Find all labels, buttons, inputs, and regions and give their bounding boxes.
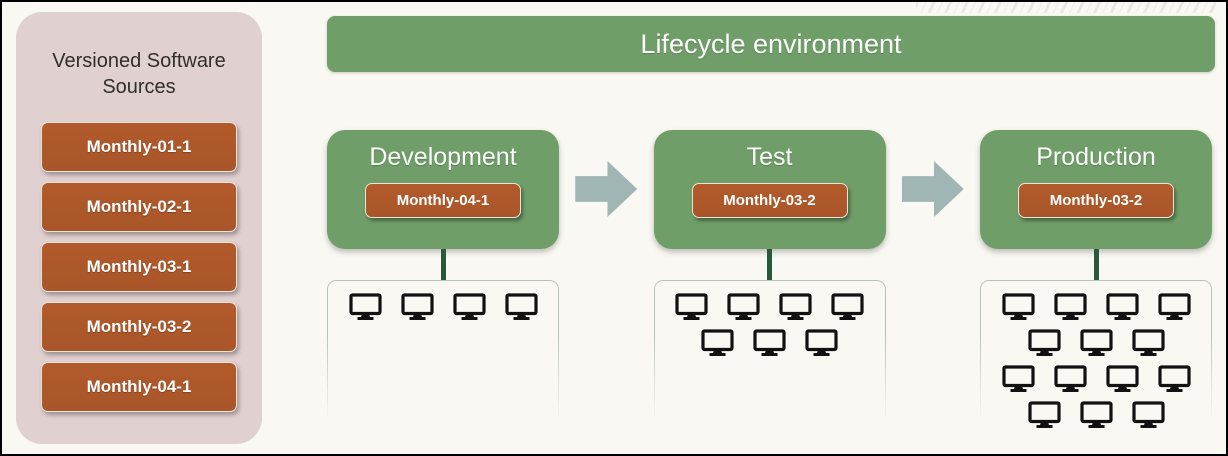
env-box-development: Development Monthly-04-1 xyxy=(327,130,559,249)
desktop-monitor-icon xyxy=(701,329,734,356)
env-test: Test Monthly-03-2 xyxy=(653,130,886,432)
source-list: Monthly-01-1 Monthly-02-1 Monthly-03-1 M… xyxy=(16,122,262,412)
desktop-monitor-icon xyxy=(1131,401,1165,428)
desktop-monitor-icon xyxy=(400,293,434,320)
desktop-monitor-icon xyxy=(805,329,838,356)
desktop-monitor-icon xyxy=(1105,293,1139,320)
host-row xyxy=(654,293,886,320)
desktop-monitor-icon xyxy=(1027,401,1061,428)
env-box-test: Test Monthly-03-2 xyxy=(653,130,886,249)
source-version-button: Monthly-01-1 xyxy=(41,122,237,172)
env-source-badge: Monthly-03-2 xyxy=(1018,183,1174,218)
host-row xyxy=(654,329,886,356)
desktop-monitor-icon xyxy=(1001,293,1035,320)
flow-arrow-icon xyxy=(575,161,638,217)
desktop-monitor-icon xyxy=(831,293,864,320)
desktop-monitor-icon xyxy=(753,329,786,356)
environments-row: Development Monthly-04-1 Test Monthly-03… xyxy=(327,130,1212,432)
env-source-badge: Monthly-03-2 xyxy=(691,183,848,218)
host-cluster-development xyxy=(327,280,559,432)
host-cluster-test xyxy=(654,280,886,432)
source-version-button: Monthly-02-1 xyxy=(41,182,237,232)
env-title: Production xyxy=(1036,143,1156,171)
flow-arrow-icon xyxy=(901,161,964,217)
lifecycle-header: Lifecycle environment xyxy=(327,16,1215,72)
env-title: Test xyxy=(746,143,793,171)
env-title: Development xyxy=(369,143,517,171)
source-version-button: Monthly-03-1 xyxy=(41,242,237,292)
desktop-monitor-icon xyxy=(1157,293,1191,320)
host-row xyxy=(980,329,1212,356)
host-cluster-production xyxy=(980,280,1212,432)
env-source-badge: Monthly-04-1 xyxy=(365,183,521,218)
desktop-monitor-icon xyxy=(1157,365,1191,392)
connector-line xyxy=(1093,249,1099,280)
desktop-monitor-icon xyxy=(1079,401,1113,428)
env-development: Development Monthly-04-1 xyxy=(327,130,559,432)
desktop-monitor-icon xyxy=(675,293,708,320)
desktop-monitor-icon xyxy=(727,293,760,320)
desktop-monitor-icon xyxy=(1079,329,1113,356)
env-production: Production Monthly-03-2 xyxy=(980,130,1212,432)
desktop-monitor-icon xyxy=(1053,365,1087,392)
desktop-monitor-icon xyxy=(1001,365,1035,392)
host-row xyxy=(980,401,1212,428)
desktop-monitor-icon xyxy=(779,293,812,320)
host-row xyxy=(980,293,1212,320)
host-row xyxy=(327,293,559,320)
lifecycle-header-label: Lifecycle environment xyxy=(640,28,902,59)
watermark-pattern xyxy=(916,2,1216,13)
desktop-monitor-icon xyxy=(504,293,538,320)
desktop-monitor-icon xyxy=(1053,293,1087,320)
source-version-button: Monthly-04-1 xyxy=(41,362,237,412)
env-box-production: Production Monthly-03-2 xyxy=(980,130,1212,249)
connector-line xyxy=(767,249,772,280)
desktop-monitor-icon xyxy=(348,293,382,320)
host-row xyxy=(980,365,1212,392)
connector-line xyxy=(440,249,446,280)
versioned-sources-title: Versioned Software Sources xyxy=(52,50,226,98)
desktop-monitor-icon xyxy=(1105,365,1139,392)
desktop-monitor-icon xyxy=(1131,329,1165,356)
desktop-monitor-icon xyxy=(1027,329,1061,356)
desktop-monitor-icon xyxy=(452,293,486,320)
source-version-button: Monthly-03-2 xyxy=(41,302,237,352)
versioned-sources-panel: Versioned Software Sources Monthly-01-1 … xyxy=(16,12,262,444)
